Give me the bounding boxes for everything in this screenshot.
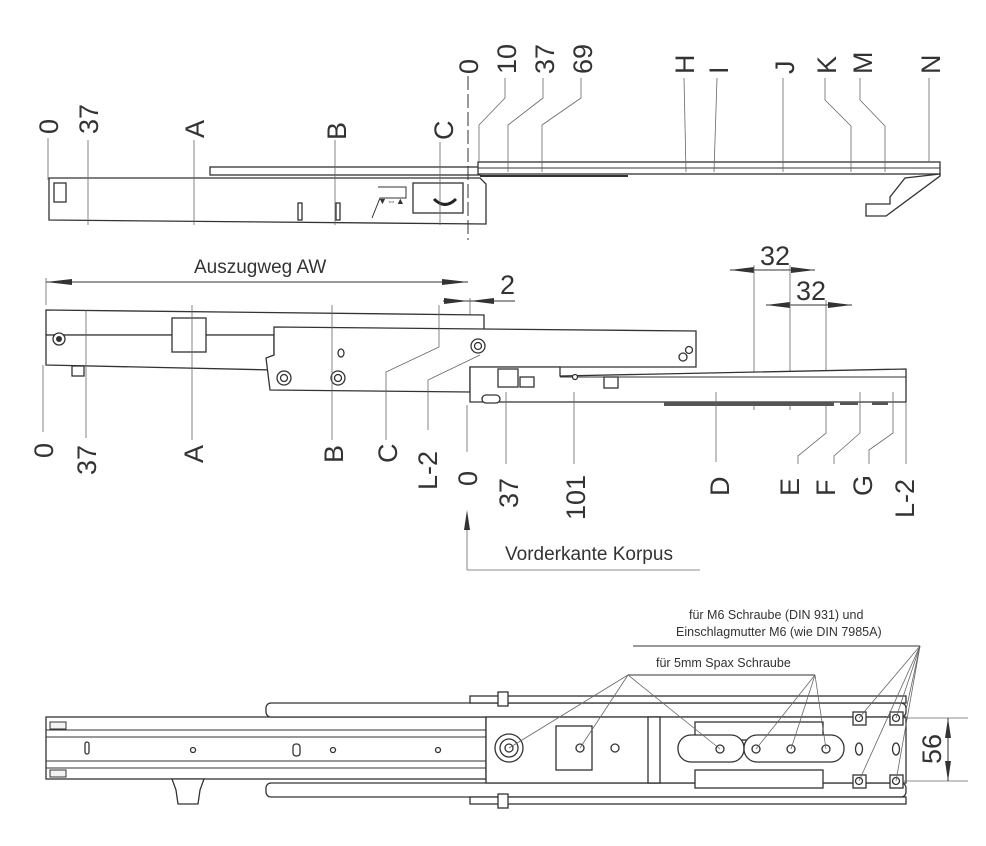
spax-leaders [508,674,827,750]
front-edge-arrow-icon [464,510,470,530]
top-label-0: 0 [34,119,64,134]
side-label-L-2: L-2 [413,451,443,490]
side-label-B: B [319,445,349,463]
dimension-32-a: 32 [760,241,790,271]
drawer-rail [469,366,907,403]
side-label-101: 101 [561,475,591,520]
side-fixing-clip [497,368,519,388]
top-label-A: A [180,120,210,138]
side-label-37b: 37 [494,478,524,508]
cabinet-rail-body [45,334,275,371]
top-label-69: 69 [568,44,598,74]
gap-dimension: 2 [500,270,515,300]
adjust-slot-1 [677,734,745,763]
bottom-outer-rail [45,716,487,780]
side-label-0b: 0 [453,471,483,486]
top-housing [48,177,487,225]
top-label-0r: 0 [454,59,484,74]
side-label-G: G [848,475,878,496]
middle-rail-top-plate [265,702,907,718]
top-label-I: I [704,66,734,74]
side-label-E: E [775,478,805,496]
top-label-B: B [322,122,352,140]
dimension-56: 56 [917,734,947,764]
front-bracket [865,173,941,217]
top-label-C: C [429,121,459,141]
top-label-37: 37 [74,104,104,134]
auszugweg-label: Auszugweg AW [194,257,326,278]
lock-spring [432,197,458,206]
lock-symbol-icon: ▼⇔▲ [378,196,405,206]
top-label-37r: 37 [530,44,560,74]
release-lever [171,778,205,805]
side-label-D: D [705,477,735,497]
side-label-F: F [811,480,841,497]
lock-lever [371,186,407,219]
top-lock-mechanism [412,182,464,214]
top-label-M: M [848,52,878,75]
side-label-0: 0 [29,443,59,458]
spax-note: für 5mm Spax Schraube [656,656,791,670]
side-label-C: C [373,444,403,464]
m6-note-line2: Einschlagmutter M6 (wie DIN 7985A) [676,625,882,639]
top-inner-rail [209,166,481,176]
top-stop-clip [53,182,67,203]
m6-note-line1: für M6 Schraube (DIN 931) und [689,608,863,622]
top-label-J: J [770,61,800,75]
side-label-37: 37 [72,445,102,475]
side-view: Auszugweg AW 2 32 32 [29,241,920,571]
bottom-view: für M6 Schraube (DIN 931) und Einschlagm… [45,608,968,809]
m6-leaders [858,645,921,782]
top-label-10: 10 [492,44,522,74]
side-label-A: A [179,445,209,463]
top-label-K: K [812,56,842,74]
dimension-32-b: 32 [796,276,826,306]
top-label-N: N [916,55,946,75]
side-runner-block [171,317,207,353]
front-edge-label: Vorderkante Korpus [505,544,673,565]
side-label-L-2b: L-2 [890,479,920,518]
top-view: ▼⇔▲ 0 37 A B C 0 10 37 69 H I J K M N [34,44,946,240]
top-label-H: H [670,55,700,75]
